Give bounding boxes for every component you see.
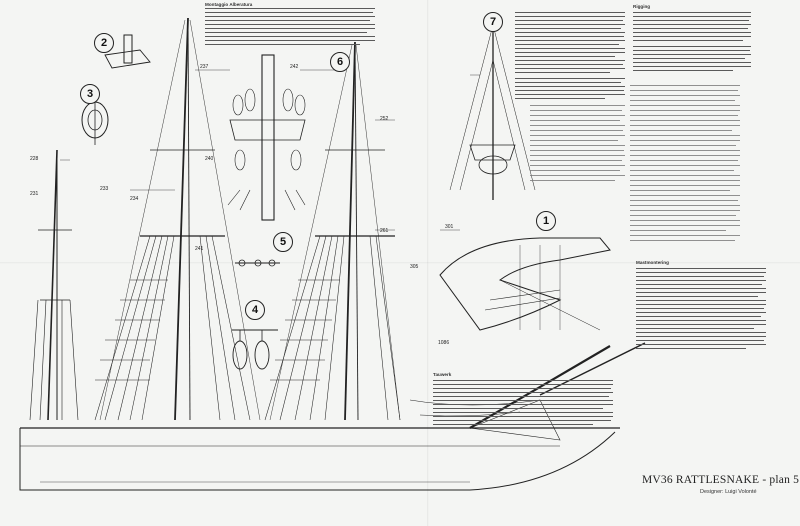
detail-label-3: 3 [80, 84, 100, 104]
part-number-label: 1086 [438, 340, 449, 346]
detail-label-6: 6 [330, 52, 350, 72]
detail-label-2: 2 [94, 33, 114, 53]
part-number-label: 301 [445, 224, 454, 230]
part-number-label: 233 [100, 186, 109, 192]
mast-mounting-text-header: Mastmontering [636, 260, 669, 265]
part-number-label: 242 [290, 64, 299, 70]
part-number-label: 231 [30, 191, 39, 197]
detail-label-4: 4 [245, 300, 265, 320]
part-number-label: 305 [410, 264, 419, 270]
part-number-label: 252 [380, 116, 389, 122]
detail-label-5: 5 [273, 232, 293, 252]
detail-1-drawing [439, 237, 611, 331]
main-mast-drawing [94, 17, 261, 421]
fore-mast-drawing [264, 41, 401, 421]
part-number-label: 241 [195, 246, 204, 252]
part-number-label: 237 [200, 64, 209, 70]
detail-7-drawing [449, 22, 536, 200]
part-number-label: 228 [30, 156, 39, 162]
part-number-label: 261 [380, 228, 389, 234]
sheet-fold-vertical [427, 0, 429, 526]
detail-4-drawing [232, 329, 278, 370]
part-number-label: 234 [130, 196, 139, 202]
sheet-fold-horizontal [0, 262, 800, 264]
part-number-label: 240 [205, 156, 214, 162]
assembly-text-header: Montaggio Alberatura [205, 2, 253, 7]
designer-credit: Designer: Luigi Volonté [700, 489, 757, 495]
detail-label-7: 7 [483, 12, 503, 32]
hull-bowsprit-drawing [19, 342, 646, 491]
rigging-text-header: Rigging [633, 4, 651, 9]
masthead-detail-drawing [227, 54, 306, 221]
rigging-lower-text-header: Tauwerk [433, 372, 452, 377]
plan-title: MV36 RATTLESNAKE - plan 5 [642, 474, 800, 486]
detail-5-drawing [235, 259, 280, 267]
mizzen-mast-drawing [29, 149, 79, 421]
detail-label-1: 1 [536, 211, 556, 231]
